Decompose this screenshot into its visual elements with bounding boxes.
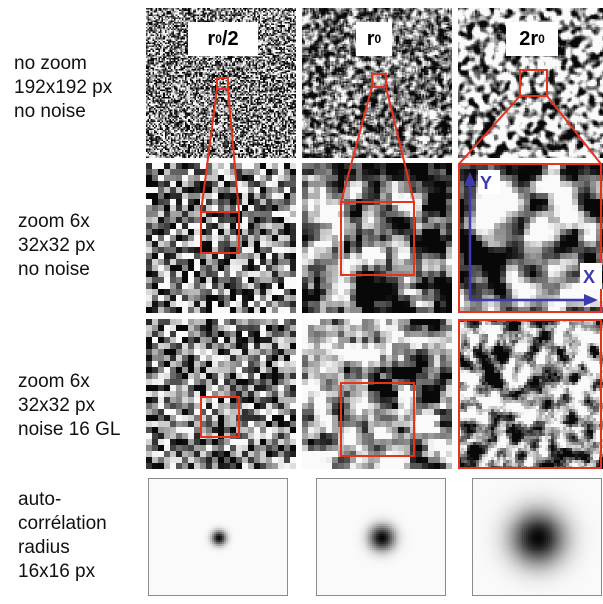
row-label-no-zoom: no zoom 192x192 px no noise (14, 53, 113, 122)
row-label-autocorrelation: auto- corrélation radius 16x16 px (18, 489, 107, 582)
image-zoom-2r0 (458, 163, 603, 313)
row-label-zoom-no-noise: zoom 6x 32x32 px no noise (18, 211, 96, 280)
image-zoom-half-r0 (146, 163, 296, 313)
image-noise-2r0 (458, 319, 603, 469)
row-label-zoom-noise: zoom 6x 32x32 px noise 16 GL (18, 371, 121, 440)
header-prefix: r (207, 27, 216, 50)
image-noise-half-r0 (146, 319, 296, 469)
autocorrelation-half-r0 (148, 478, 288, 596)
header-suffix: /2 (221, 27, 239, 50)
header-prefix: r (366, 27, 375, 50)
header-sub: 0 (538, 32, 545, 46)
autocorrelation-r0 (316, 478, 446, 596)
header-sub: 0 (215, 32, 222, 46)
header-sub: 0 (374, 32, 382, 46)
autocorrelation-2r0 (472, 478, 602, 596)
header-prefix: 2r (519, 27, 539, 50)
image-noise-r0 (302, 319, 452, 469)
image-zoom-r0 (302, 163, 452, 313)
